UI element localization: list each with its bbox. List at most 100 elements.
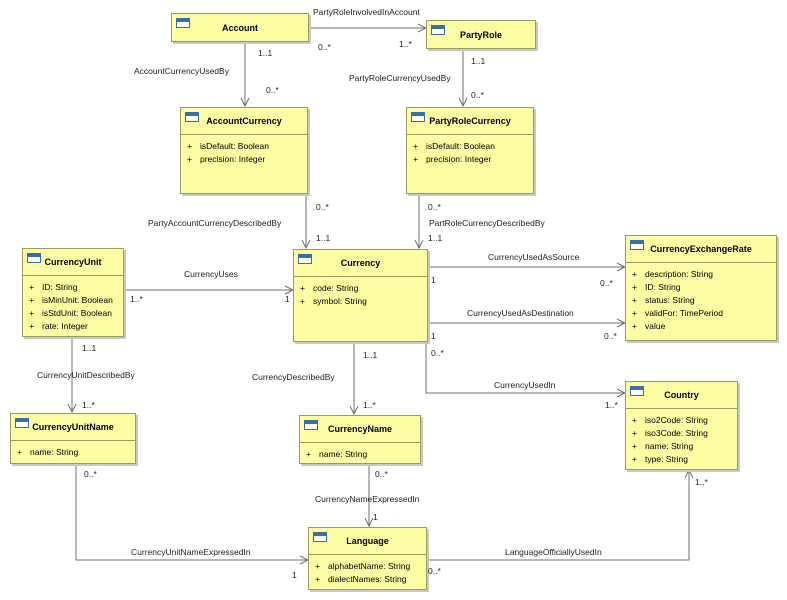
attribute-list: +name: String bbox=[11, 441, 135, 459]
multiplicity: 1..* bbox=[399, 39, 412, 49]
visibility: + bbox=[632, 441, 637, 451]
multiplicity: 1..1 bbox=[316, 233, 331, 243]
attribute: + isDefault: Boolean bbox=[187, 140, 303, 153]
attribute-text: precision: Integer bbox=[200, 154, 266, 164]
visibility: + bbox=[315, 561, 320, 571]
attribute: +isStdUnit: Boolean bbox=[29, 307, 119, 320]
multiplicity: 0..* bbox=[266, 85, 279, 95]
multiplicity: 0..* bbox=[84, 469, 97, 479]
class-header: PartyRole bbox=[427, 21, 535, 48]
class-header: Currency bbox=[294, 250, 427, 277]
attribute-text: iso2Code: String bbox=[645, 415, 708, 425]
multiplicity: 0..* bbox=[316, 202, 329, 212]
attribute-list: + alphabetName: String +dialectNames: Str… bbox=[309, 555, 426, 586]
attribute-list: + isDefault: Boolean +precision: Integer bbox=[407, 135, 533, 166]
assoc-label-currency-uses: CurrencyUses bbox=[184, 269, 238, 279]
assoc-label-party-account-currency-described-by: PartyAccountCurrencyDescribedBy bbox=[148, 218, 282, 228]
class-name: CurrencyUnitName bbox=[32, 422, 114, 432]
class-account[interactable]: Account bbox=[171, 13, 309, 42]
multiplicity: 0..* bbox=[318, 42, 331, 52]
assoc-label-currency-described-by: CurrencyDescribedBy bbox=[252, 372, 335, 382]
visibility: + bbox=[29, 321, 34, 331]
multiplicity: 0..* bbox=[428, 202, 441, 212]
class-name: Account bbox=[222, 22, 258, 33]
attribute: +description: String bbox=[632, 268, 772, 281]
class-currency[interactable]: Currency +code: String +symbol: String bbox=[293, 249, 428, 342]
assoc-line-currency-used-in bbox=[426, 342, 625, 393]
assoc-label-language-officially-used-in: LanguageOfficiallyUsedIn bbox=[505, 547, 602, 557]
class-icon bbox=[630, 240, 644, 250]
multiplicity: 1..* bbox=[82, 400, 95, 410]
attribute-text: alphabetName: String bbox=[328, 561, 411, 571]
class-header: AccountCurrency bbox=[181, 108, 307, 135]
assoc-label-currency-unit-name-expressed-in: CurrencyUnitNameExpressedIn bbox=[131, 547, 251, 557]
attribute-text: dialectNames: String bbox=[328, 574, 407, 584]
attribute: + name: String bbox=[632, 440, 733, 453]
attribute-text: description: String bbox=[645, 269, 714, 279]
attribute-text: isDefault: Boolean bbox=[426, 141, 495, 151]
class-header: Language bbox=[309, 528, 426, 555]
assoc-label-currency-used-as-source: CurrencyUsedAsSource bbox=[488, 252, 580, 262]
assoc-label-currency-name-expressed-in: CurrencyNameExpressedIn bbox=[315, 494, 420, 504]
attribute-text: name: String bbox=[319, 449, 368, 459]
class-header: CurrencyUnit bbox=[23, 249, 123, 276]
attribute: +value bbox=[632, 320, 772, 333]
multiplicity: 0..* bbox=[600, 278, 613, 288]
attribute: +precision: Integer bbox=[413, 153, 529, 166]
attribute-list: +code: String +symbol: String bbox=[294, 277, 427, 308]
multiplicity: 0..* bbox=[431, 348, 444, 358]
attribute-text: name: String bbox=[645, 441, 694, 451]
attribute-text: isDefault: Boolean bbox=[200, 141, 269, 151]
class-party-role-currency[interactable]: PartyRoleCurrency +isDefault: Boolean +p… bbox=[406, 107, 534, 194]
multiplicity: 0..* bbox=[471, 90, 484, 100]
class-icon bbox=[27, 253, 41, 263]
visibility: + bbox=[29, 308, 34, 318]
class-country[interactable]: Country +iso2Code: String +iso3Code: Str… bbox=[625, 381, 738, 470]
visibility: + bbox=[632, 308, 637, 318]
attribute: +ID: String bbox=[632, 281, 772, 294]
attribute: +type: String bbox=[632, 453, 733, 466]
multiplicity: 1 bbox=[285, 294, 290, 304]
attribute-text: iso3Code: String bbox=[645, 428, 708, 438]
multiplicity: 1 bbox=[431, 275, 436, 285]
class-name: CurrencyUnit bbox=[44, 257, 102, 267]
attribute: +ID: String bbox=[29, 281, 119, 294]
class-header: Country bbox=[626, 382, 737, 409]
assoc-label-currency-used-in: CurrencyUsedIn bbox=[494, 380, 556, 390]
class-icon bbox=[411, 112, 425, 122]
multiplicity: 1..1 bbox=[258, 48, 273, 58]
class-header: Account bbox=[172, 14, 308, 41]
multiplicity: 1..1 bbox=[363, 350, 378, 360]
visibility: + bbox=[632, 454, 637, 464]
visibility: + bbox=[300, 283, 305, 293]
class-currency-exchange-rate[interactable]: CurrencyExchangeRate +description: Strin… bbox=[625, 235, 777, 341]
class-name: Country bbox=[664, 390, 699, 400]
attribute: + alphabetName: String bbox=[315, 560, 422, 573]
class-language[interactable]: Language + alphabetName: String +dialectN… bbox=[308, 527, 427, 590]
assoc-label-part-role-currency-described-by: PartRoleCurrencyDescribedBy bbox=[429, 218, 545, 228]
visibility: + bbox=[306, 449, 311, 459]
attribute: +dialectNames: String bbox=[315, 573, 422, 586]
multiplicity: 1 bbox=[431, 331, 436, 341]
class-currency-unit-name[interactable]: CurrencyUnitName +name: String bbox=[10, 413, 136, 464]
class-currency-unit[interactable]: CurrencyUnit +ID: String +isMinUnit: Boo… bbox=[22, 248, 124, 337]
multiplicity: 0..* bbox=[428, 566, 441, 576]
attribute: +iso3Code: String bbox=[632, 427, 733, 440]
class-account-currency[interactable]: AccountCurrency + isDefault: Boolean + pre… bbox=[180, 107, 308, 194]
visibility: + bbox=[632, 415, 637, 425]
attribute: +status: String bbox=[632, 294, 772, 307]
attribute-text: name: String bbox=[30, 447, 79, 457]
attribute: +validFor: TimePeriod bbox=[632, 307, 772, 320]
visibility: + bbox=[187, 141, 192, 151]
visibility: + bbox=[29, 295, 34, 305]
class-name: CurrencyName bbox=[327, 424, 393, 434]
visibility: + bbox=[413, 154, 418, 164]
class-icon bbox=[313, 532, 327, 542]
class-currency-name[interactable]: CurrencyName + name: String bbox=[299, 415, 421, 464]
class-party-role[interactable]: PartyRole bbox=[426, 20, 536, 49]
multiplicity: 0..* bbox=[604, 331, 617, 341]
assoc-label-currency-unit-described-by: CurrencyUnitDescribedBy bbox=[37, 370, 135, 380]
class-name: CurrencyExchangeRate bbox=[650, 244, 752, 254]
multiplicity: 1..* bbox=[363, 400, 376, 410]
